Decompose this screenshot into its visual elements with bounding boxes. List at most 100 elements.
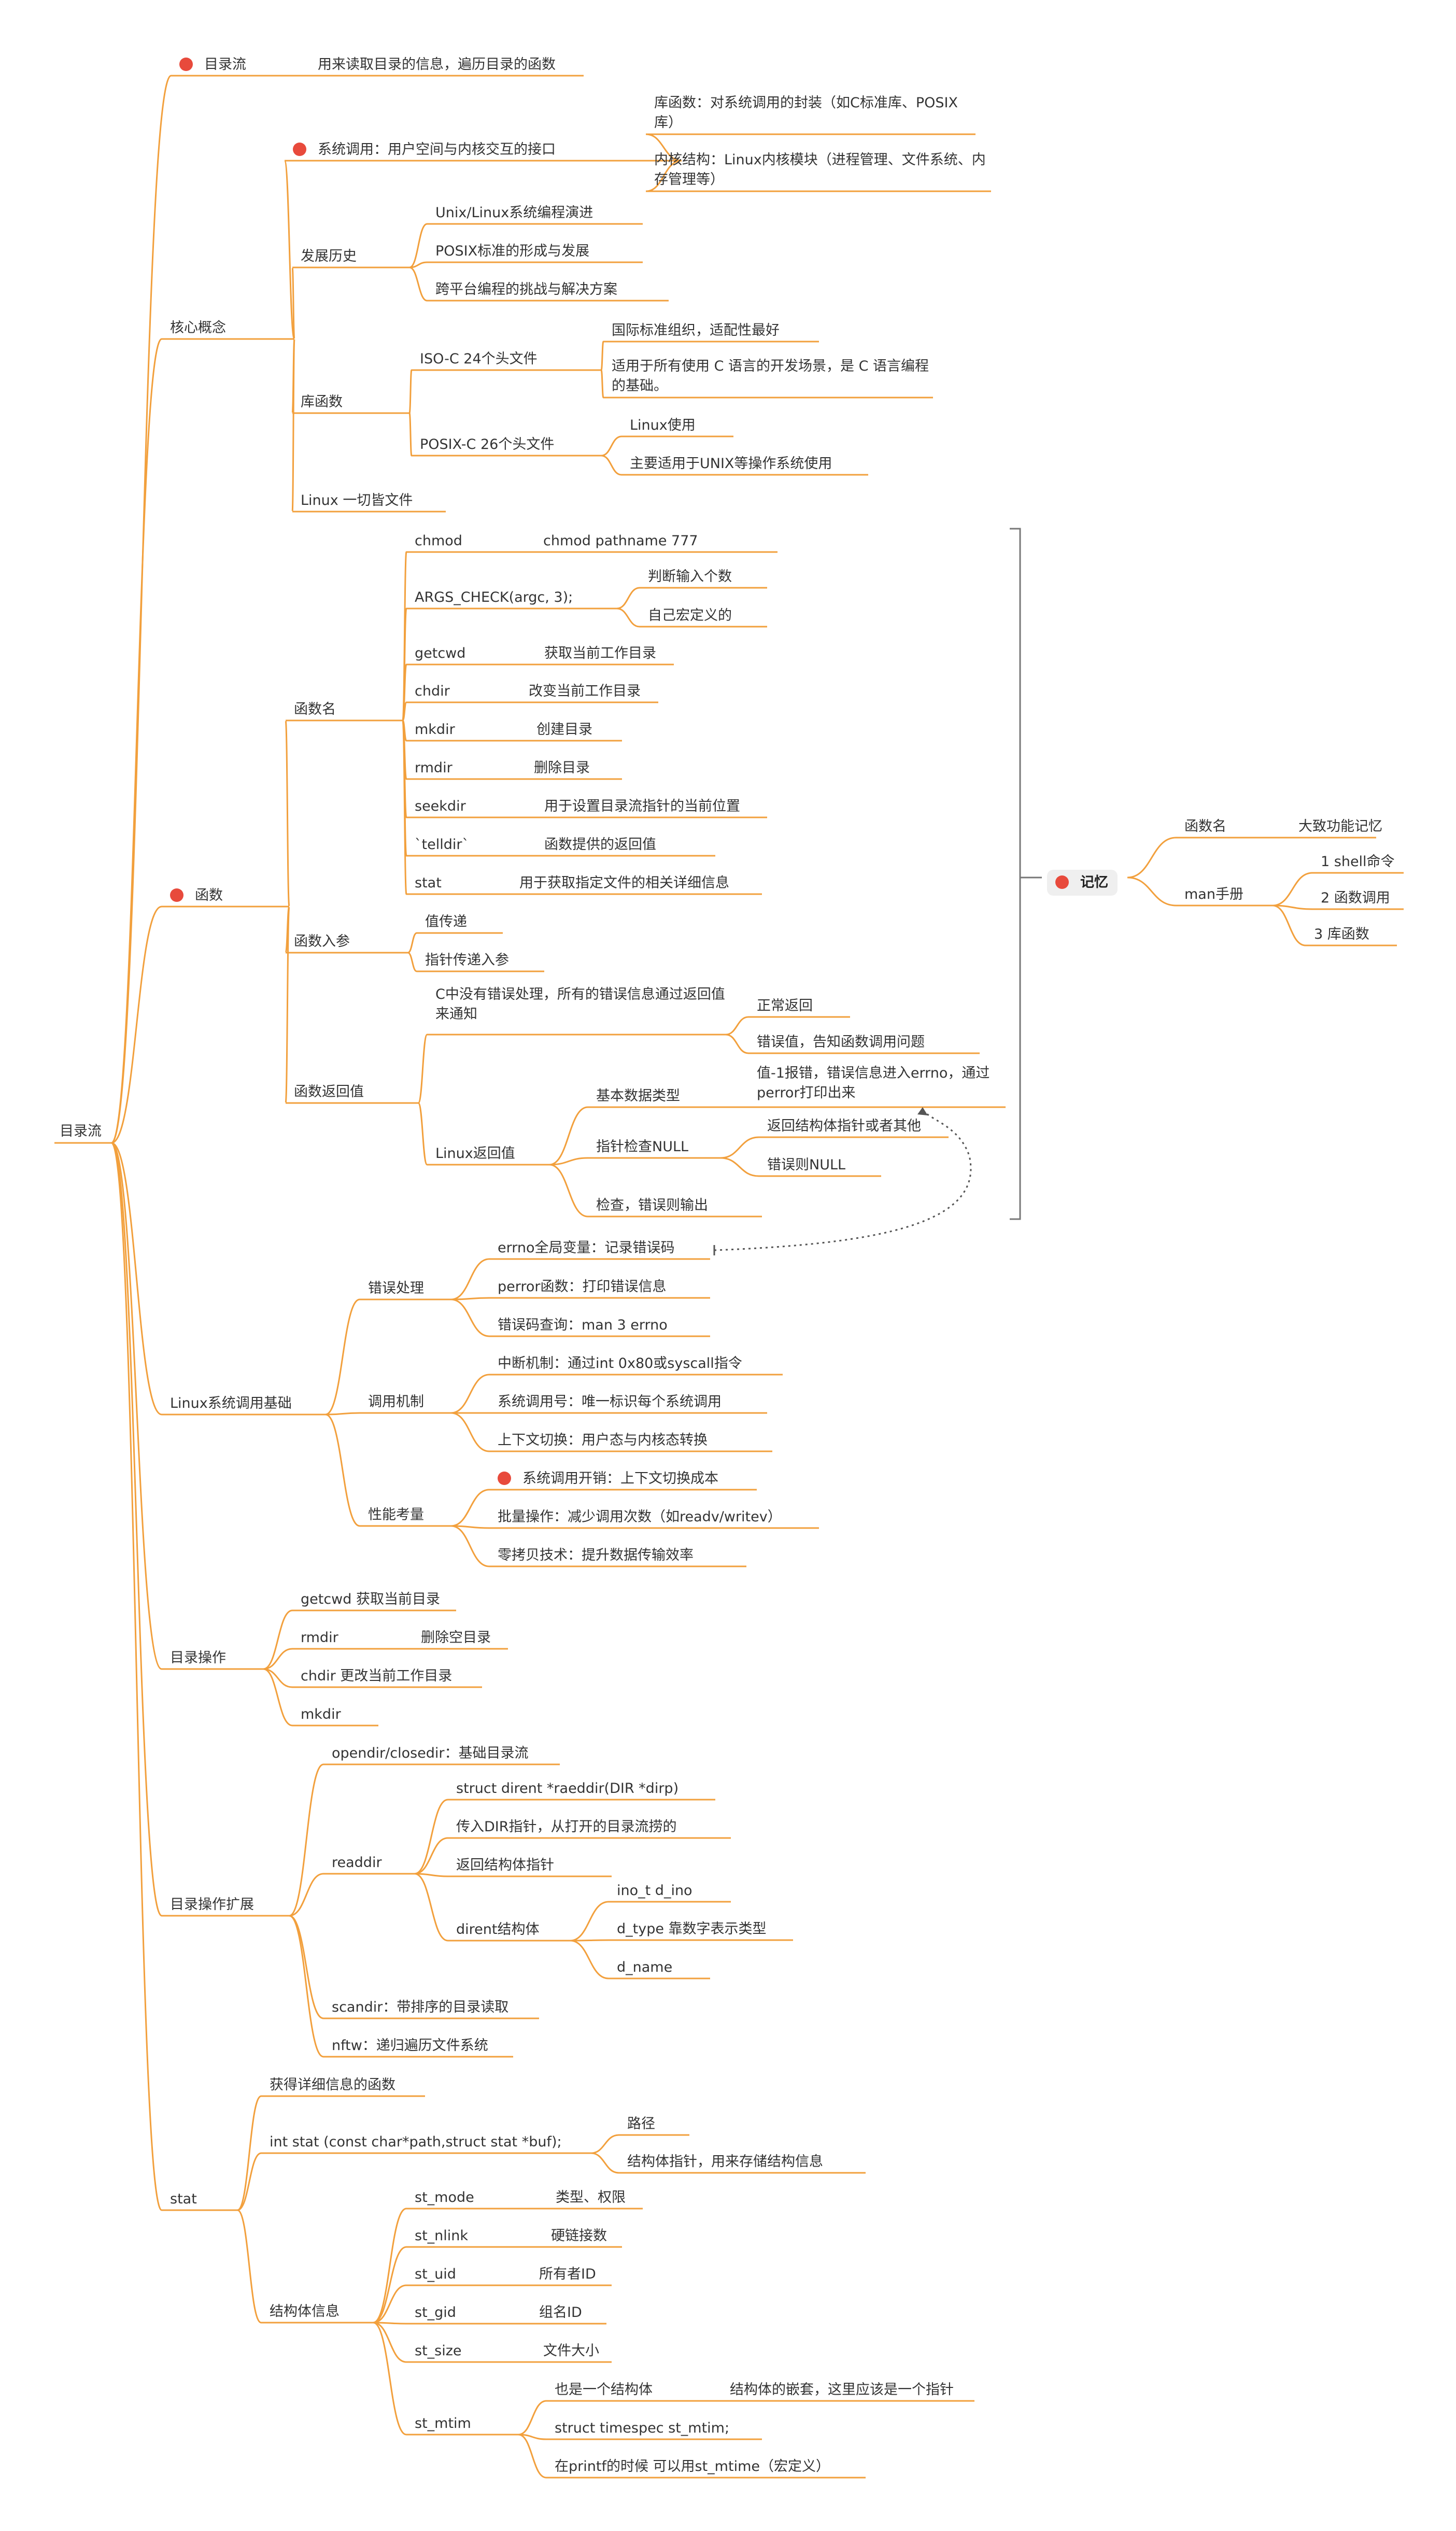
node-label: 系统调用：用户空间与内核交互的接口 [318,142,556,158]
node-label: 目录操作 [170,1650,226,1666]
node-n55: 错误处理 [368,1279,424,1298]
node-n101: st_mtim [415,2414,471,2434]
node-n58: 错误码查询：man 3 errno [498,1316,668,1335]
summary-bracket [1010,528,1042,1220]
branch-connector [407,932,417,954]
branch-connector [373,2284,407,2324]
node-n47: Linux返回值 [435,1144,515,1164]
node-label: ARGS_CHECK(argc, 3); [415,589,573,605]
node-label: Linux使用 [630,417,696,433]
priority-marker-icon [170,888,183,902]
node-label: 大致功能记忆 [1298,818,1382,835]
node-label: 函数提供的返回值 [544,837,656,853]
node-n77: 传入DIR指针，从打开的目录流捞的 [456,1817,677,1837]
node-label: 发展历史 [301,248,357,264]
branch-connector [263,1609,293,1670]
node-n111: 2 函数调用 [1321,888,1390,908]
node-label: Linux返回值 [435,1146,515,1162]
node-label: 返回结构体指针或者其他 [767,1118,921,1134]
branch-connector [1272,904,1306,946]
branch-connector [720,1136,759,1159]
node-label: 正常返回 [757,998,813,1014]
node-label: 硬链接数 [551,2228,607,2244]
node-n56: errno全局变量：记录错误码 [498,1238,675,1258]
node-label: 函数名 [1184,818,1226,835]
node-label: stat [415,875,442,891]
node-label: chmod pathname 777 [543,533,698,549]
node-label: st_mode [415,2189,474,2205]
branch-connector [373,2322,407,2325]
node-label: 错误码查询：man 3 errno [498,1317,668,1333]
node-n73: 目录操作扩展 [170,1895,254,1915]
relation-dotted-line [714,1109,972,1251]
node-n94: 硬链接数 [551,2226,607,2246]
node-label: 1 shell命令 [1321,854,1395,870]
node-label: 获取当前工作目录 [544,645,656,661]
node-label: 检查，错误则输出 [596,1197,708,1213]
node-label: 国际标准组织，适配性最好 [612,322,780,338]
node-n26: getcwd [415,644,465,663]
node-n15: POSIX-C 26个头文件 [420,435,554,455]
node-label: st_gid [415,2304,456,2321]
node-label: 类型、权限 [556,2189,626,2205]
branch-connector [450,1374,490,1414]
node-label: 函数入参 [294,934,350,950]
node-label: rmdir [301,1630,338,1646]
branch-connector [450,1489,490,1527]
arrow-head-icon [917,1107,928,1115]
node-n90: 结构体信息 [270,2302,340,2322]
node-label: 错误值，告知函数调用问题 [757,1034,925,1050]
node-n110: 1 shell命令 [1321,852,1395,872]
branch-connector [549,1157,588,1166]
node-label: ISO-C 24个头文件 [420,351,538,367]
node-label: POSIX标准的形成与发展 [435,243,590,259]
node-n48: 基本数据类型 [596,1086,680,1106]
node-label: 批量操作：减少调用次数（如readv/writev） [498,1509,782,1525]
branch-connector [725,1034,749,1054]
node-label: 结构体的嵌套，这里应该是一个指针 [730,2382,954,2398]
node-label: struct timespec st_mtim; [555,2420,730,2436]
node-n61: 系统调用号：唯一标识每个系统调用 [498,1392,722,1412]
node-label: 获得详细信息的函数 [270,2077,395,2093]
branch-connector [373,2246,407,2324]
node-label: 函数返回值 [294,1084,364,1100]
branch-connector [450,1297,490,1300]
branch-connector [1127,837,1177,879]
branch-connector [725,1016,749,1036]
branch-connector [325,1298,360,1416]
node-label: struct dirent *raeddir(DIR *dirp) [456,1780,679,1797]
node-label: 系统调用号：唯一标识每个系统调用 [498,1394,722,1410]
branch-connector [284,160,295,340]
node-n28: chdir [415,682,450,701]
branch-connector [601,455,622,476]
node-label: 库函数 [301,394,343,410]
node-label: Linux 一切皆文件 [301,492,413,508]
node-label: st_mtim [415,2415,471,2431]
branch-connector [237,2095,262,2211]
node-n18: Linux 一切皆文件 [301,491,413,511]
node-n19: 函数 [170,886,289,906]
node-label: int stat (const char*path,struct stat *b… [270,2134,562,2150]
branch-connector [409,266,428,302]
node-label: 所有者ID [539,2266,596,2282]
branch-connector [325,1412,360,1416]
branch-connector [373,2322,407,2436]
node-n98: 组名ID [539,2303,582,2323]
node-n81: d_type 靠数字表示类型 [617,1919,767,1939]
node-n99: st_size [415,2341,462,2361]
branch-connector [414,1837,448,1875]
node-n32: rmdir [415,758,453,778]
branch-connector [1272,904,1313,910]
node-label: 错误处理 [368,1280,424,1296]
node-label: 2 函数调用 [1321,890,1390,906]
node-n79: dirent结构体 [456,1920,539,1940]
node-n52: 错误则NULL [767,1155,845,1175]
node-label: d_name [617,1959,673,1975]
node-label: 判断输入个数 [648,569,732,585]
node-label: 创建目录 [536,722,592,738]
branch-connector [417,1034,428,1104]
branch-connector [645,160,682,192]
node-n7: 发展历史 [301,247,357,266]
node-label: 值-1报错，错误信息进入errno，通过perror打印出来 [757,1065,990,1101]
